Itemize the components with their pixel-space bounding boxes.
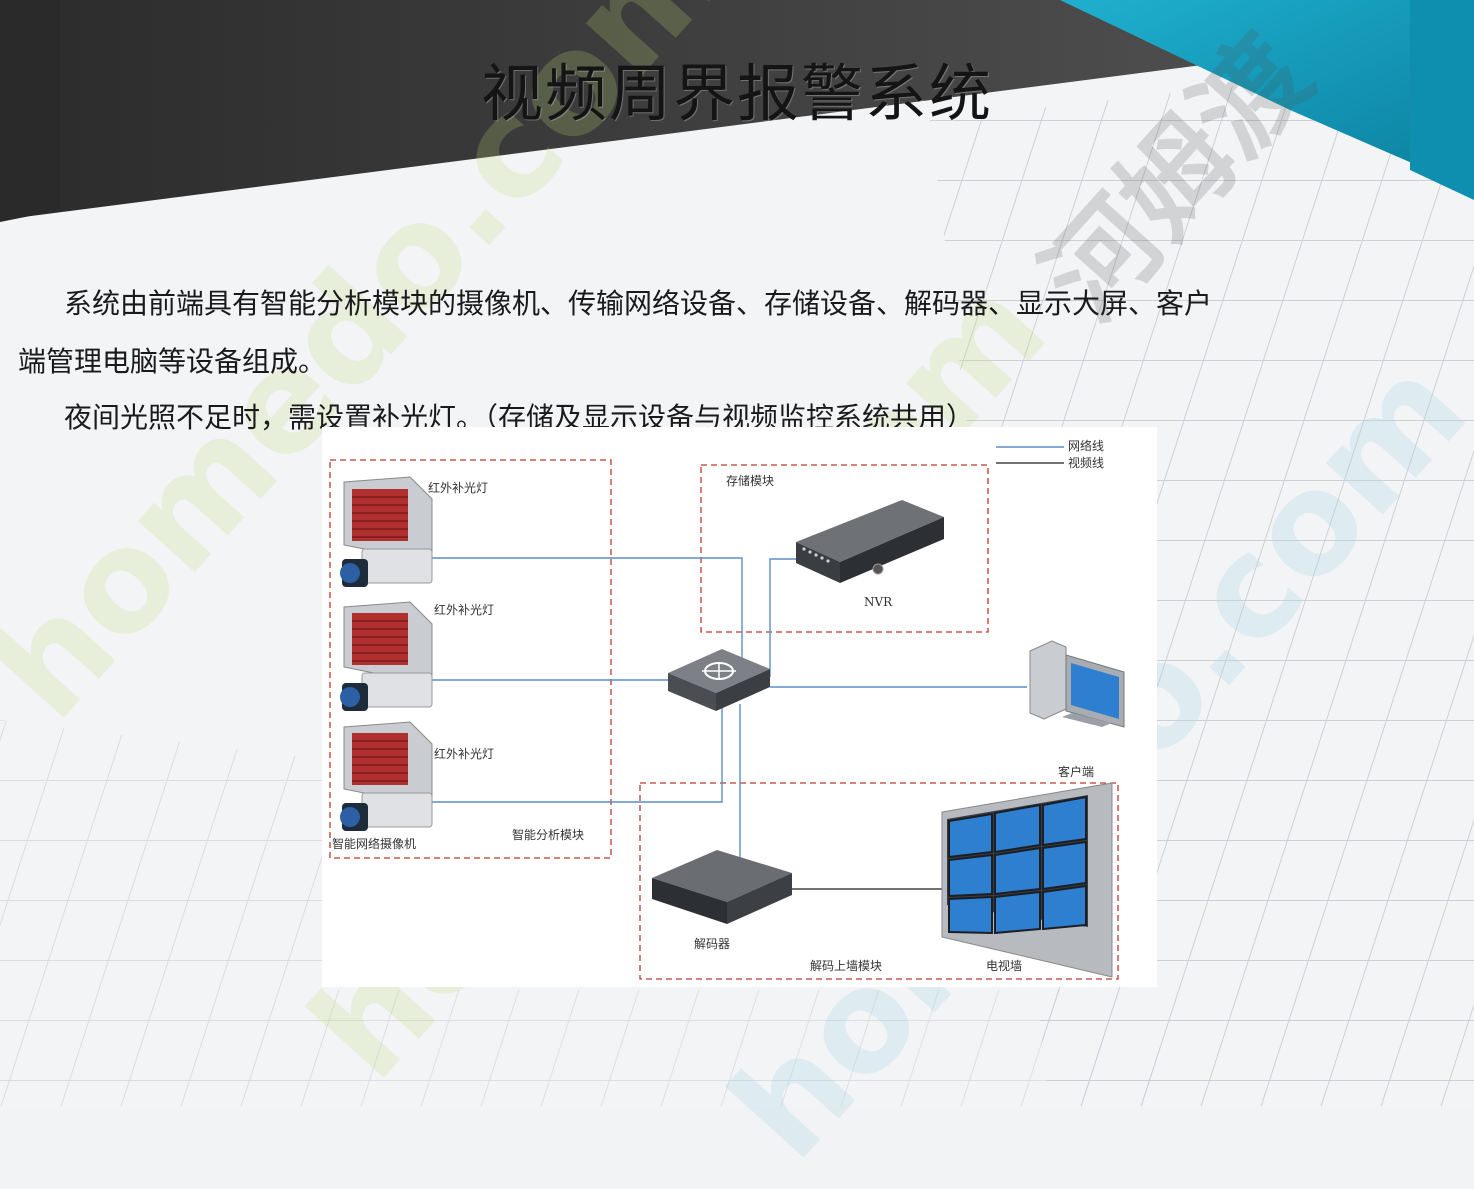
ir-camera-2	[340, 601, 433, 711]
ir-camera-1	[340, 476, 433, 587]
diagram-drawing	[329, 446, 1125, 980]
network-switch	[668, 649, 770, 711]
nvr-label: NVR	[864, 595, 893, 609]
ir-light-label-1: 红外补光灯	[428, 481, 489, 495]
slide-background	[0, 0, 1474, 1106]
paragraph-1-line-2: 端管理电脑等设备组成。	[18, 345, 327, 378]
slide-title: 视频周界报警系统	[480, 57, 993, 130]
ir-camera-3	[340, 721, 433, 831]
system-diagram: 网络线 视频线 存储模块 NVR 红外补光灯 红外补光灯 红外补光灯 智能网络摄…	[322, 427, 1157, 987]
decoder-device	[652, 850, 792, 924]
analysis-module-label: 智能分析模块	[512, 828, 585, 842]
ir-light-label-2: 红外补光灯	[434, 603, 495, 617]
decode-module-label: 解码上墙模块	[810, 959, 883, 973]
legend-network-label: 网络线	[1068, 439, 1105, 453]
tv-wall-label: 电视墙	[986, 959, 1023, 973]
paragraph-1-line-1: 系统由前端具有智能分析模块的摄像机、传输网络设备、存储设备、解码器、显示大屏、客…	[64, 287, 1213, 320]
client-label: 客户端	[1058, 765, 1095, 779]
client-pc	[1029, 640, 1125, 728]
camera-module-box	[329, 459, 612, 859]
tv-wall	[941, 782, 1113, 978]
nvr-device	[796, 500, 944, 583]
decoder-label: 解码器	[694, 937, 731, 951]
camera-label: 智能网络摄像机	[332, 837, 417, 851]
network-lines	[432, 557, 1027, 868]
decode-module-box	[639, 782, 1119, 980]
storage-module-label: 存储模块	[726, 474, 775, 488]
storage-module-box	[700, 464, 989, 633]
ir-light-label-3: 红外补光灯	[434, 747, 495, 761]
legend-video-label: 视频线	[1068, 456, 1105, 470]
